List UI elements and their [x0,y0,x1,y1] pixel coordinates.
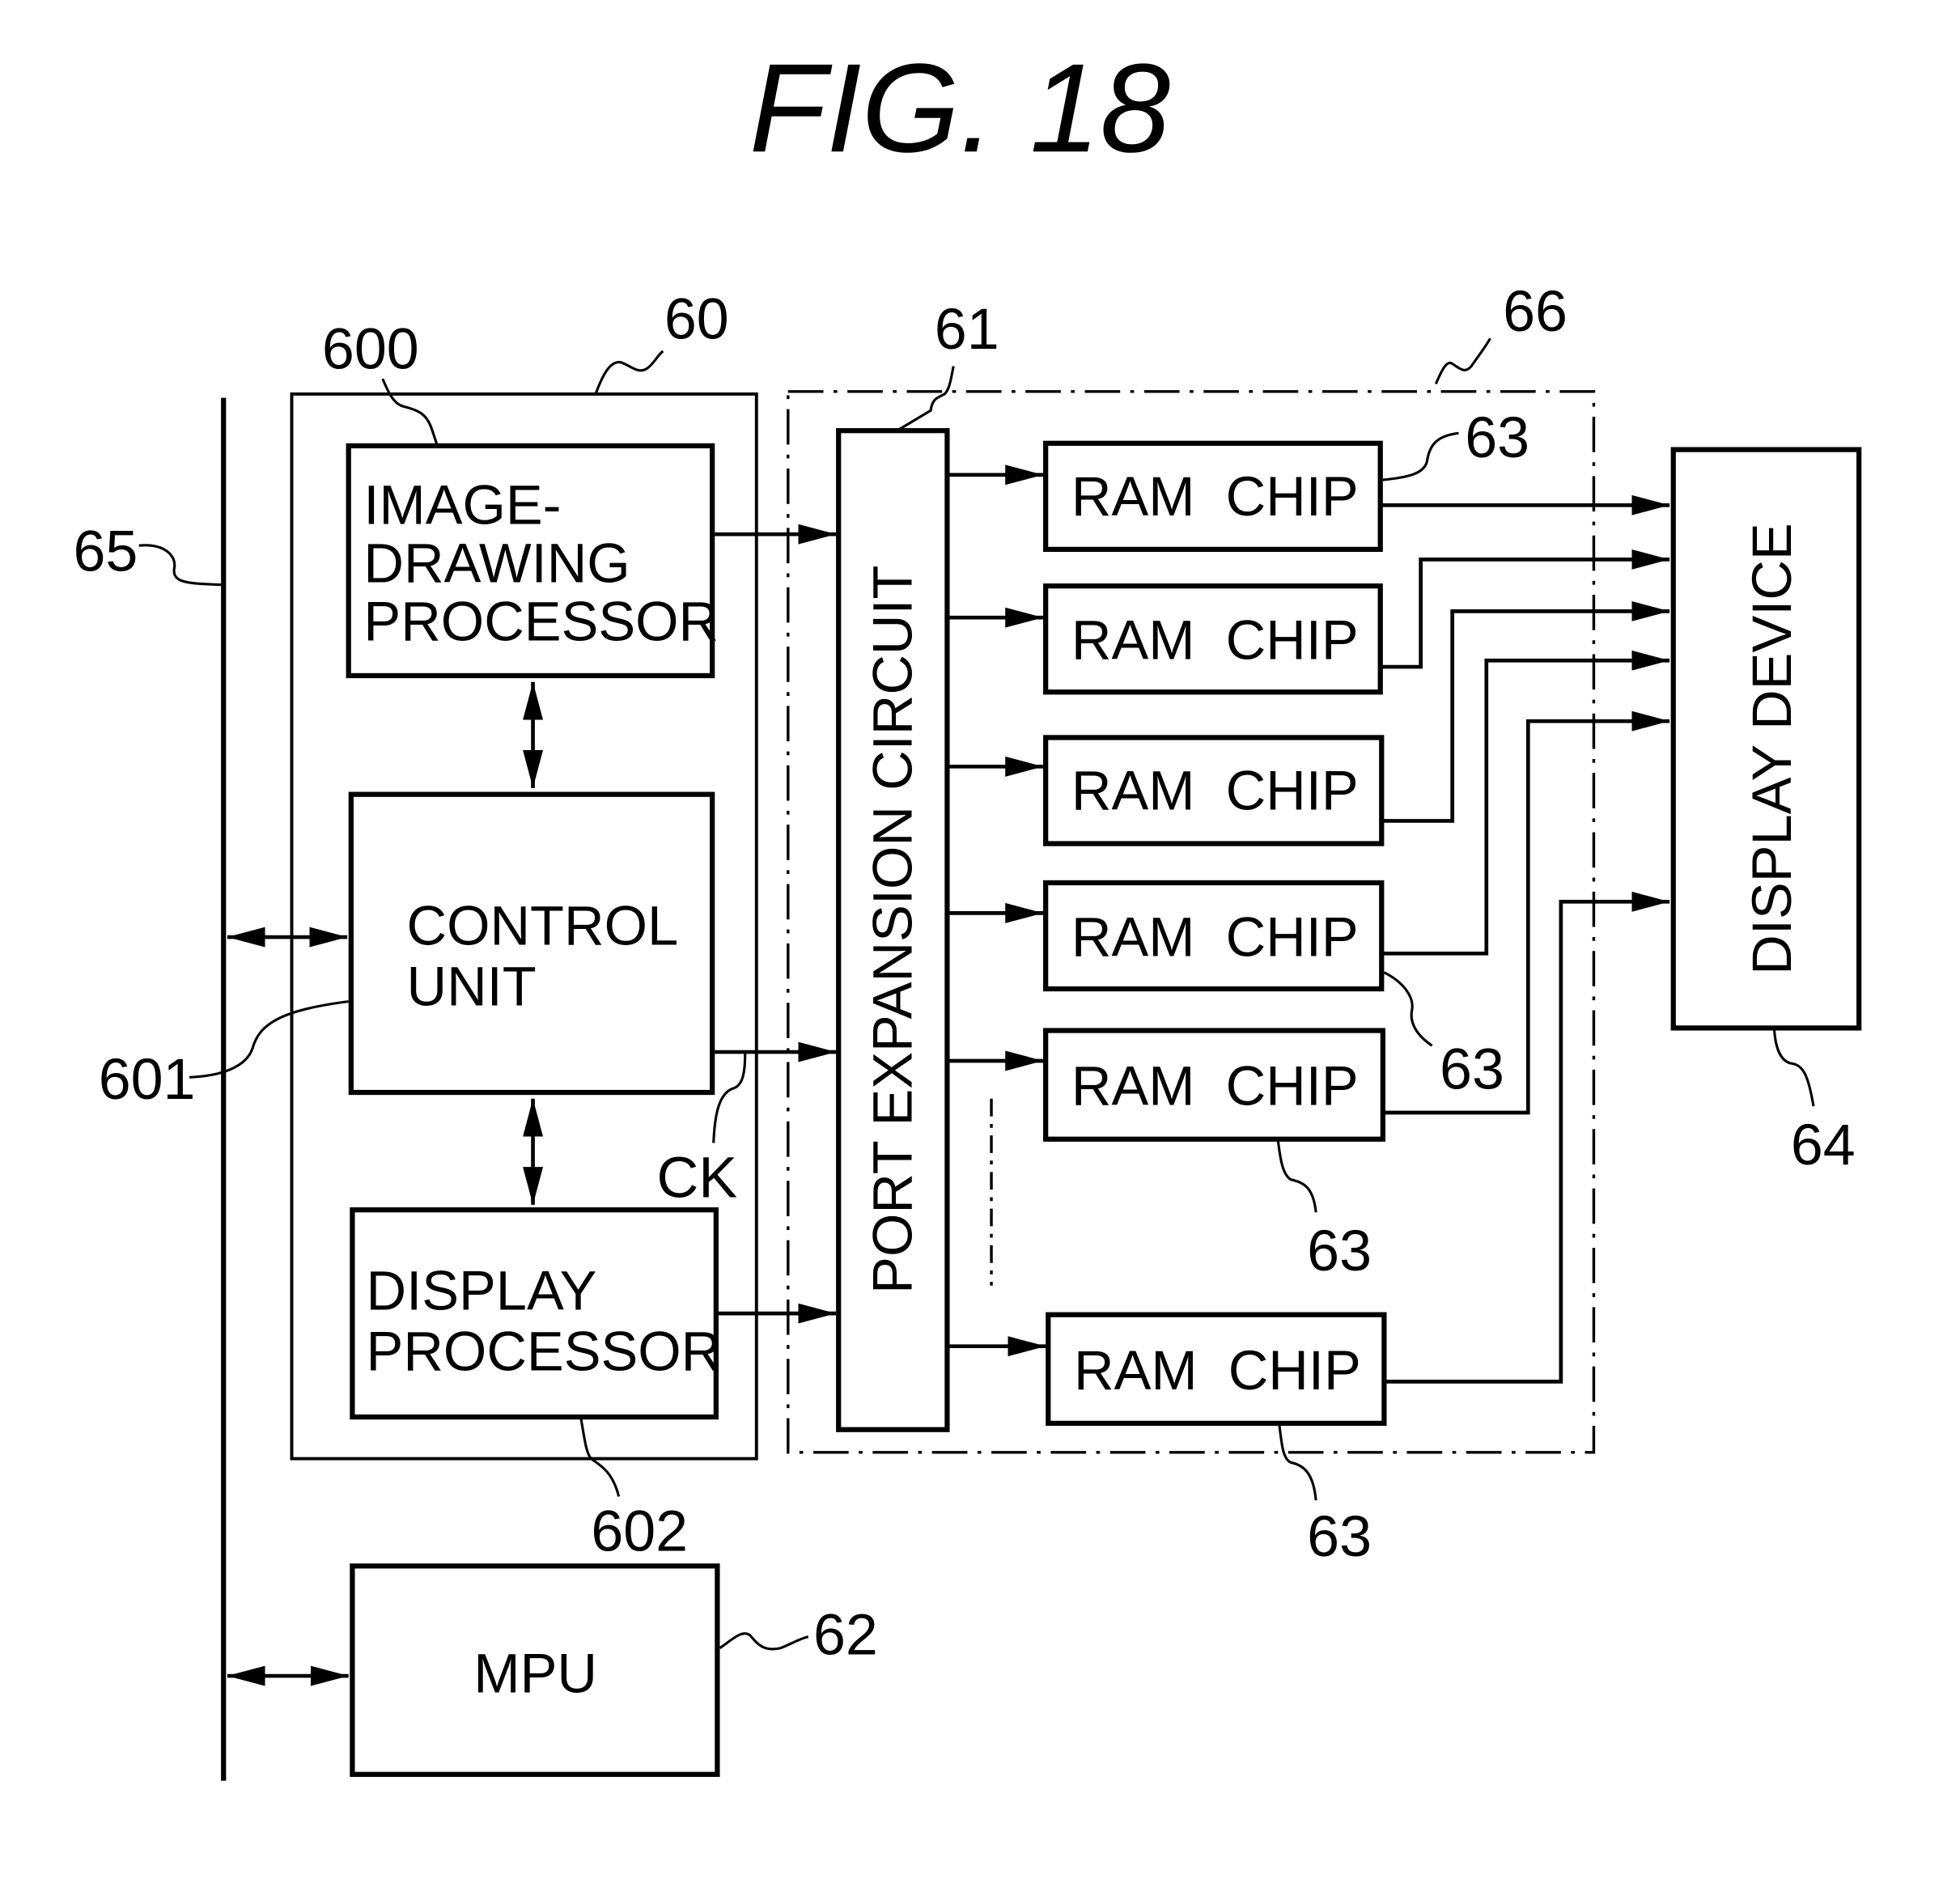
mpu-leader-line [720,1634,808,1649]
ram-chip-5: RAM CHIP [950,1031,1383,1139]
ram-chip-4-label: RAM CHIP [1071,905,1359,968]
ram-chip-2-label: RAM CHIP [1071,609,1359,672]
memory-module-leader-line [1436,338,1490,384]
memory-module-ref-label: 66 [1503,279,1568,344]
port-expansion-circuit-label: PORT EXPANSION CIRCUIT [862,565,924,1293]
ram-chip-4-leader-line [1384,973,1432,1046]
display-device-leader-line [1775,1031,1814,1107]
image-drawing-processor-line-2: DRAWING [363,532,630,594]
ram-chip-4-ref-label: 63 [1440,1037,1504,1101]
bus-ref-label: 65 [74,519,138,583]
ram-chip-6-ref-label: 63 [1307,1504,1372,1569]
ram-chip-5-label: RAM CHIP [1071,1055,1359,1118]
mpu-ref-label: 62 [813,1603,878,1668]
control-unit-leader-line [189,1002,349,1078]
image-drawing-processor-line-1: IMAGE- [363,474,561,536]
ram-chip-6-label: RAM CHIP [1074,1339,1361,1402]
ram-chip-1-leader-line [1383,433,1459,480]
ram-chip-3: RAM CHIP [950,737,1382,843]
bus-leader-line [139,545,221,585]
ram-chip-1: RAM CHIP [950,443,1381,549]
display-processor-ref-label: 602 [591,1499,688,1564]
control-unit-line-2: UNIT [407,955,537,1017]
graphics-unit-ref-label: 60 [664,286,729,351]
control-unit-line-1: CONTROL [407,894,679,956]
ram-chip-3-label: RAM CHIP [1071,759,1359,821]
image-drawing-processor-line-3: PROCESSOR [363,590,719,652]
image-drawing-processor-leader-line [383,379,437,444]
graphics-unit-leader-line [596,351,664,393]
ram-chip-1-ref-label: 63 [1465,405,1529,470]
clock-leader-line [714,1054,745,1143]
ram-chip-1-label: RAM CHIP [1071,465,1359,528]
display-processor-line-2: PROCESSOR [367,1320,722,1382]
ram-chip-5-ref-label: 63 [1307,1219,1372,1283]
display-device-ref-label: 64 [1791,1113,1856,1177]
ram-chip-5-leader-line [1278,1140,1316,1212]
display-device-label: DISPLAY DEVICE [1741,523,1803,974]
ram-chip-6-leader-line [1279,1424,1316,1500]
image-drawing-processor-ref-label: 600 [322,317,419,382]
mpu-label: MPU [473,1642,597,1704]
control-unit-ref-label: 601 [99,1047,196,1112]
port-expansion-circuit-ref-label: 61 [935,297,999,362]
ram-chip-2: RAM CHIP [950,586,1381,692]
figure-title: FIG. 18 [749,38,1170,179]
clock-signal-label: CK [656,1146,737,1211]
port-expansion-circuit-leader-line [899,367,953,430]
ram-chip-4: RAM CHIP [950,883,1382,989]
ram-5-to-display-line [1384,721,1669,1113]
ram-chip-6: RAM CHIP [950,1315,1385,1423]
display-processor-line-1: DISPLAY [367,1259,597,1321]
